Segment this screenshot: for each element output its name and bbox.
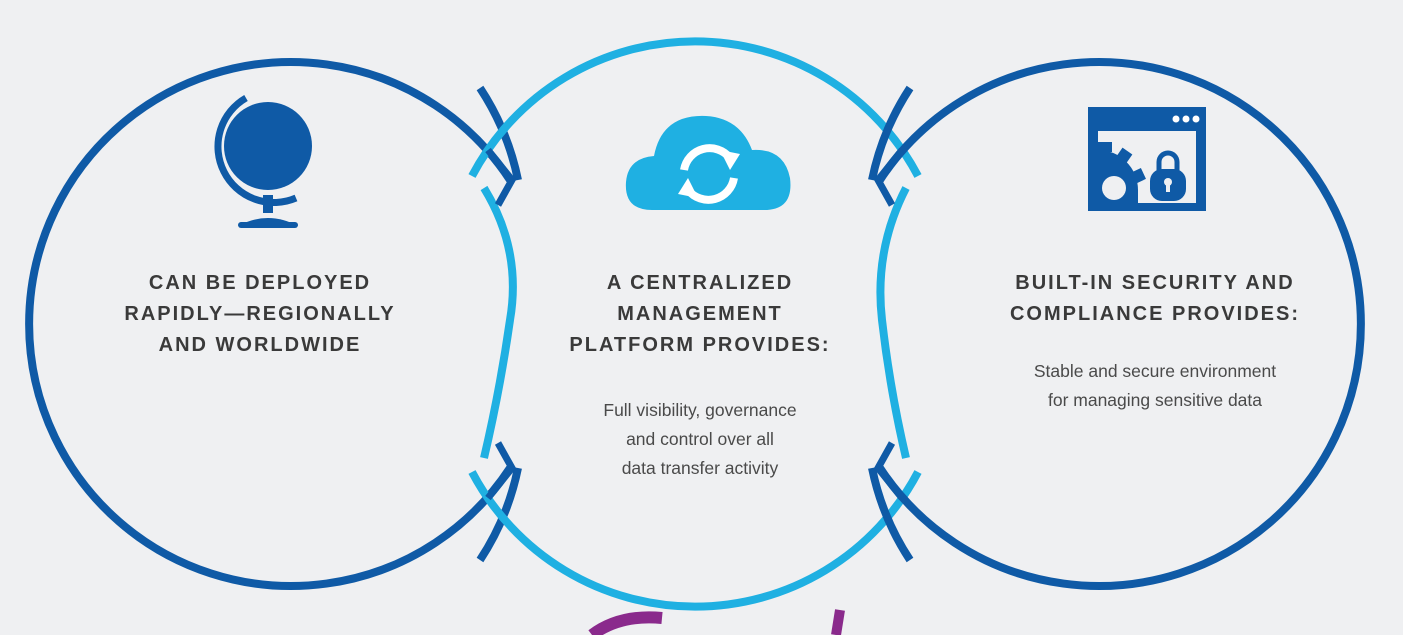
desc-line: for managing sensitive data <box>1047 390 1263 410</box>
bottom-decoration <box>588 609 845 635</box>
title-line: COMPLIANCE PROVIDES: <box>1009 303 1301 325</box>
title-line: AND WORLDWIDE <box>158 334 362 356</box>
feature-title-centralized: A CENTRALIZED MANAGEMENT PLATFORM PROVID… <box>505 268 895 361</box>
cloud-sync-icon <box>625 115 791 210</box>
desc-line: Full visibility, governance <box>603 400 797 420</box>
feature-desc-centralized: Full visibility, governance and control … <box>505 396 895 483</box>
title-line: CAN BE DEPLOYED <box>148 272 372 294</box>
feature-desc-security: Stable and secure environment for managi… <box>945 357 1365 415</box>
desc-line: Stable and secure environment <box>1033 361 1277 381</box>
feature-title-security: BUILT-IN SECURITY AND COMPLIANCE PROVIDE… <box>945 268 1365 330</box>
title-line: BUILT-IN SECURITY AND <box>1015 272 1295 294</box>
title-line: A CENTRALIZED <box>606 272 794 294</box>
circle-middle <box>468 37 922 611</box>
secure-window-icon <box>1088 107 1206 211</box>
title-line: MANAGEMENT <box>617 303 783 325</box>
desc-line: data transfer activity <box>621 458 779 478</box>
title-line: PLATFORM PROVIDES: <box>569 334 831 356</box>
desc-line: and control over all <box>626 429 774 449</box>
globe-icon <box>214 94 312 228</box>
circle-right <box>868 58 1365 590</box>
interlock-left <box>485 147 517 501</box>
interlock-right <box>873 147 905 501</box>
feature-title-deploy: CAN BE DEPLOYED RAPIDLY—REGIONALLY AND W… <box>60 268 460 361</box>
title-line: RAPIDLY—REGIONALLY <box>124 303 396 325</box>
